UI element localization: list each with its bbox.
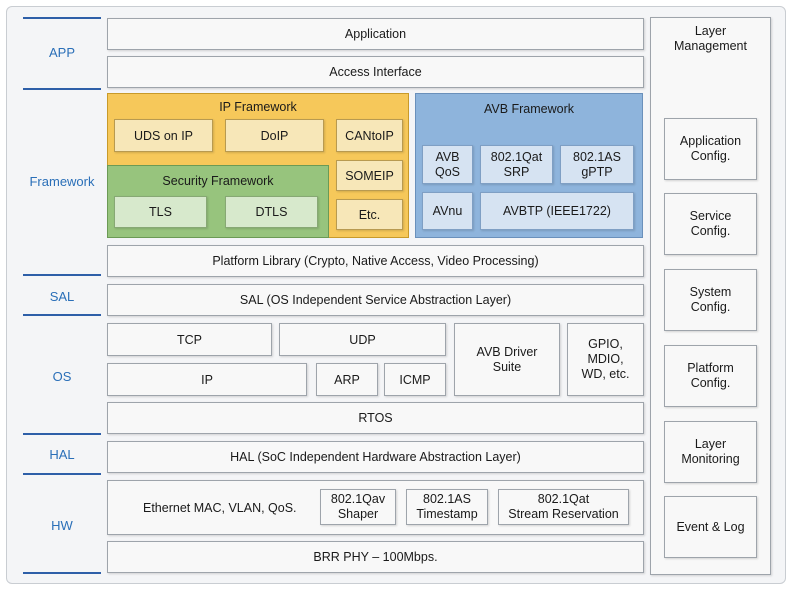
security-framework-title: Security Framework <box>162 174 274 188</box>
srp-box: 802.1Qat SRP <box>480 145 553 184</box>
layer-label-os: OS <box>52 369 72 384</box>
layer-monitoring-box: Layer Monitoring <box>664 421 757 483</box>
ethernet-mac-label: Ethernet MAC, VLAN, QoS. <box>143 500 297 515</box>
layer-rule-os <box>23 433 101 435</box>
layer-rule-framework <box>23 274 101 276</box>
layer-label-hal: HAL <box>49 447 75 462</box>
qav-shaper-box: 802.1Qav Shaper <box>320 489 396 525</box>
layer-label-framework: Framework <box>29 174 95 189</box>
layer-rule-sal <box>23 314 101 316</box>
as-timestamp-box: 802.1AS Timestamp <box>406 489 488 525</box>
cantoip-box: CANtoIP <box>336 119 403 152</box>
tcp-box: TCP <box>107 323 272 356</box>
sal-box: SAL (OS Independent Service Abstraction … <box>107 284 644 316</box>
etc-box: Etc. <box>336 199 403 230</box>
phy-box: BRR PHY – 100Mbps. <box>107 541 644 573</box>
platform-library-box: Platform Library (Crypto, Native Access,… <box>107 245 644 277</box>
layer-label-app: APP <box>48 45 75 60</box>
layer-label-hw: HW <box>51 518 73 533</box>
layer-rule-app <box>23 88 101 90</box>
gpio-box: GPIO, MDIO, WD, etc. <box>567 323 644 396</box>
ip-framework-title: IP Framework <box>219 100 297 114</box>
hal-box: HAL (SoC Independent Hardware Abstractio… <box>107 441 644 473</box>
event-log-box: Event & Log <box>664 496 757 558</box>
doip-box: DoIP <box>225 119 324 152</box>
avb-qos-box: AVB QoS <box>422 145 473 184</box>
layer-label-sal: SAL <box>49 289 75 304</box>
gptp-box: 802.1AS gPTP <box>560 145 634 184</box>
arp-box: ARP <box>316 363 378 396</box>
platform-config-box: Platform Config. <box>664 345 757 407</box>
udp-box: UDP <box>279 323 446 356</box>
layer-rule-bottom <box>23 572 101 574</box>
layer-management-title: Layer Management <box>674 24 747 53</box>
layer-rule-hal <box>23 473 101 475</box>
application-config-box: Application Config. <box>664 118 757 180</box>
layer-rule-top <box>23 17 101 19</box>
tls-box: TLS <box>114 196 207 228</box>
avb-driver-suite-box: AVB Driver Suite <box>454 323 560 396</box>
rtos-box: RTOS <box>107 402 644 434</box>
avb-framework-title: AVB Framework <box>483 102 575 116</box>
avnu-box: AVnu <box>422 192 473 230</box>
someip-box: SOMEIP <box>336 160 403 191</box>
icmp-box: ICMP <box>384 363 446 396</box>
application-box: Application <box>107 18 644 50</box>
service-config-box: Service Config. <box>664 193 757 255</box>
system-config-box: System Config. <box>664 269 757 331</box>
qat-stream-reservation-box: 802.1Qat Stream Reservation <box>498 489 629 525</box>
ip-box: IP <box>107 363 307 396</box>
dtls-box: DTLS <box>225 196 318 228</box>
avbtp-box: AVBTP (IEEE1722) <box>480 192 634 230</box>
uds-on-ip-box: UDS on IP <box>114 119 213 152</box>
access-interface-box: Access Interface <box>107 56 644 88</box>
